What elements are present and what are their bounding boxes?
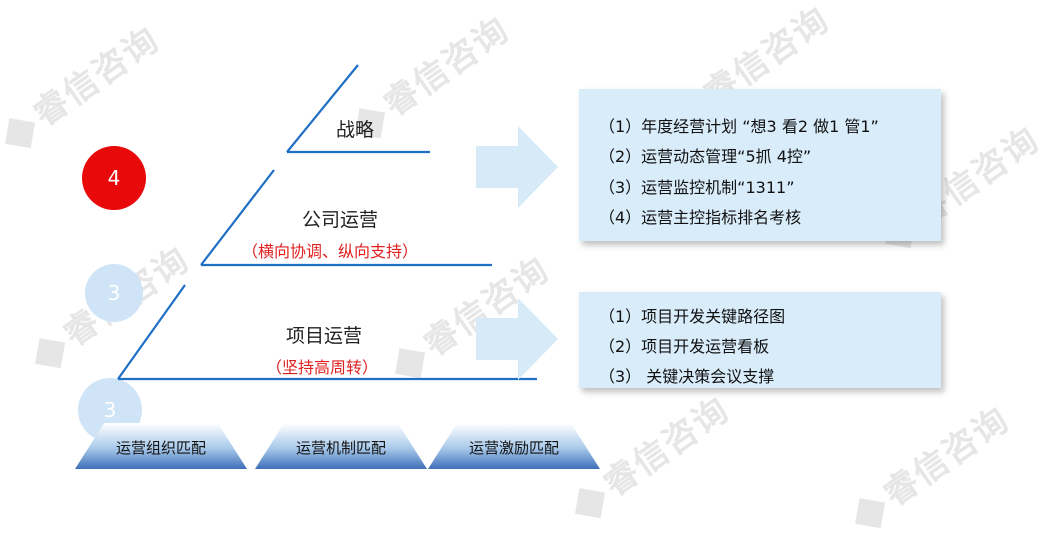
- list-item: （4）运营主控指标排名考核: [599, 208, 802, 227]
- level-number-3-upper: 3: [85, 264, 143, 322]
- base-organization-match: [75, 423, 247, 469]
- level-title-company-operation: 公司运营: [302, 209, 379, 231]
- strategy-slope-line: [286, 64, 359, 153]
- level-number-text: 3: [107, 281, 121, 305]
- company-operation-box: （1）年度经营计划 “想3 看2 做1 管1” （2）运营动态管理“5抓 4控”…: [579, 89, 941, 241]
- arrow-bottom: [476, 298, 558, 380]
- level-subtitle-project-operation: （坚持高周转）: [266, 358, 379, 377]
- level-number-text: 4: [107, 166, 121, 190]
- list-item: （3） 关键决策会议支撑: [599, 367, 775, 386]
- list-item: （3）运营监控机制“1311”: [599, 178, 795, 197]
- list-item: （1）年度经营计划 “想3 看2 做1 管1”: [599, 117, 879, 136]
- project-operation-box: （1）项目开发关键路径图 （2）项目开发运营看板 （3） 关键决策会议支撑: [579, 292, 941, 388]
- base-label: 运营机制匹配: [295, 439, 386, 457]
- level-subtitle-company-operation: （横向协调、纵向支持）: [242, 242, 419, 261]
- base-mechanism-match: [255, 423, 427, 469]
- base-label: 运营激励匹配: [468, 439, 559, 457]
- base-incentive-match: [428, 423, 600, 469]
- level-title-strategy: 战略: [336, 119, 375, 141]
- project-slope-line: [117, 284, 186, 380]
- list-item: （2）运营动态管理“5抓 4控”: [599, 147, 812, 166]
- level-number-4: 4: [82, 146, 146, 210]
- level-number-text: 3: [103, 398, 117, 422]
- arrow-top: [476, 126, 558, 208]
- company-slope-line: [200, 169, 275, 266]
- list-item: （1）项目开发关键路径图: [599, 307, 786, 326]
- list-item: （2）项目开发运营看板: [599, 337, 770, 356]
- base-label: 运营组织匹配: [115, 439, 206, 457]
- level-title-project-operation: 项目运营: [286, 325, 363, 347]
